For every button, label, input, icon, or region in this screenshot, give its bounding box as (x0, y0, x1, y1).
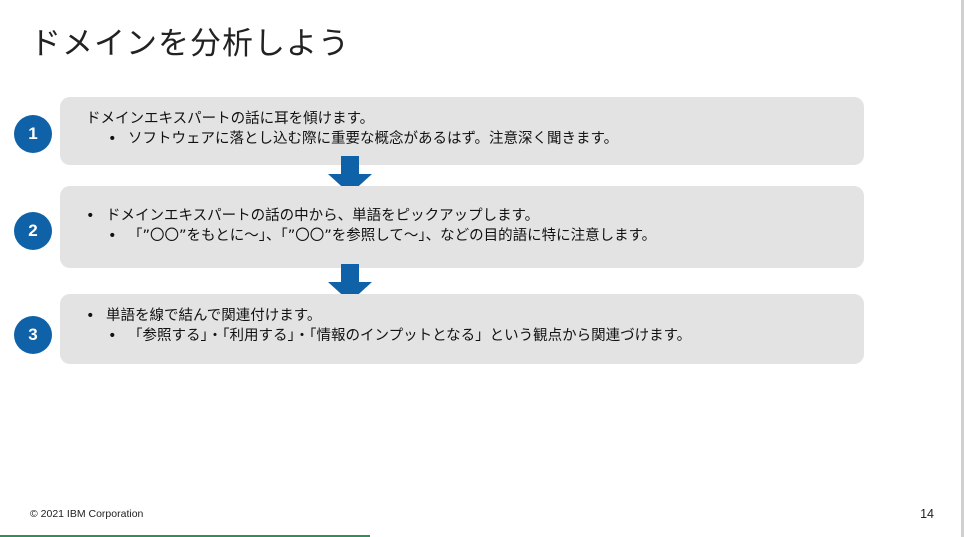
step-line: • ソフトウェアに落とし込む際に重要な概念があるはず。注意深く聞きます。 (86, 129, 864, 149)
step-box: • ドメインエキスパートの話の中から、単語をピックアップします。 • 「”〇〇”… (60, 186, 864, 268)
bullet: • (108, 328, 117, 344)
step-line-text: 単語を線で結んで関連付けます。 (106, 308, 322, 324)
bullet: • (108, 228, 117, 244)
page-number: 14 (920, 507, 934, 521)
slide-title: ドメインを分析しよう (30, 26, 350, 62)
step-number-badge: 3 (14, 316, 52, 354)
step-line: • ドメインエキスパートの話の中から、単語をピックアップします。 (86, 206, 864, 226)
arrow-down-icon (328, 264, 372, 302)
step-line-text: ドメインエキスパートの話の中から、単語をピックアップします。 (106, 208, 540, 224)
step-line: • 単語を線で結んで関連付けます。 (86, 306, 864, 326)
copyright-text: © 2021 IBM Corporation (30, 508, 144, 520)
arrow-down-icon (328, 156, 372, 194)
step-box: • 単語を線で結んで関連付けます。 • 「参照する」・「利用する」・「情報のイン… (60, 294, 864, 364)
bullet: • (108, 131, 117, 147)
step-line-text: 「”〇〇”をもとに〜」、「”〇〇”を参照して〜」、などの目的語に特に注意します。 (128, 228, 657, 244)
step-line: ドメインエキスパートの話に耳を傾けます。 (86, 109, 864, 129)
bullet: • (86, 308, 95, 324)
bottom-progress-rule (0, 535, 370, 537)
step-line-text: ソフトウェアに落とし込む際に重要な概念があるはず。注意深く聞きます。 (128, 131, 619, 147)
step-line-text: 「参照する」・「利用する」・「情報のインプットとなる」という観点から関連づけます… (128, 328, 692, 344)
step-box: ドメインエキスパートの話に耳を傾けます。 • ソフトウェアに落とし込む際に重要な… (60, 97, 864, 165)
step-line-text: ドメインエキスパートの話に耳を傾けます。 (86, 111, 375, 127)
slide-edge-divider (961, 0, 964, 537)
step-number-badge: 1 (14, 115, 52, 153)
bullet: • (86, 208, 95, 224)
step-line: • 「参照する」・「利用する」・「情報のインプットとなる」という観点から関連づけ… (86, 326, 864, 346)
step-number-badge: 2 (14, 212, 52, 250)
step-line: • 「”〇〇”をもとに〜」、「”〇〇”を参照して〜」、などの目的語に特に注意しま… (86, 226, 864, 246)
